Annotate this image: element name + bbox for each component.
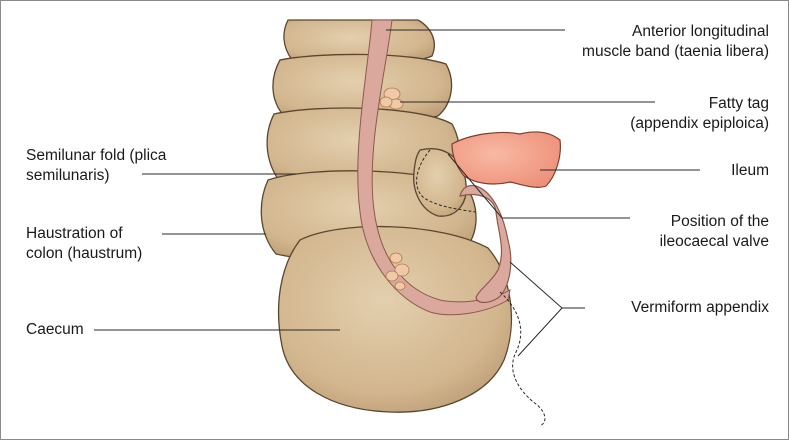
label-caecum-line1: Caecum [26, 320, 84, 340]
label-appendix: Vermiform appendix [631, 298, 769, 318]
label-fatty-tag-line2: (appendix epiploica) [630, 114, 769, 134]
label-fatty-tag: Fatty tag (appendix epiploica) [630, 94, 769, 134]
label-semilunar-line2: semilunaris) [26, 166, 166, 186]
label-semilunar: Semilunar fold (plica semilunaris) [26, 146, 166, 186]
label-ileum: Ileum [731, 161, 769, 181]
label-fatty-tag-line1: Fatty tag [630, 94, 769, 114]
label-taenia-line2: muscle band (taenia libera) [582, 42, 769, 62]
label-semilunar-line1: Semilunar fold (plica [26, 146, 166, 166]
label-haustration-line1: Haustration of [26, 224, 142, 244]
haustra [261, 20, 511, 412]
leader-appendix [510, 262, 562, 356]
label-haustration-line2: colon (haustrum) [26, 244, 142, 264]
fatty-tag-lower-3 [386, 271, 398, 281]
ileum-shape [452, 132, 560, 187]
label-haustration: Haustration of colon (haustrum) [26, 224, 142, 264]
label-taenia: Anterior longitudinal muscle band (taeni… [582, 22, 769, 62]
fatty-tag-lower-4 [395, 282, 405, 290]
label-valve: Position of the ileocaecal valve [660, 212, 769, 252]
fatty-tag-lower-1 [390, 253, 402, 263]
label-caecum: Caecum [26, 320, 84, 340]
label-valve-line1: Position of the [660, 212, 769, 232]
fatty-tag-upper-3 [380, 97, 392, 107]
label-valve-line2: ileocaecal valve [660, 232, 769, 252]
label-appendix-line1: Vermiform appendix [631, 298, 769, 318]
label-ileum-line1: Ileum [731, 161, 769, 181]
label-taenia-line1: Anterior longitudinal [582, 22, 769, 42]
